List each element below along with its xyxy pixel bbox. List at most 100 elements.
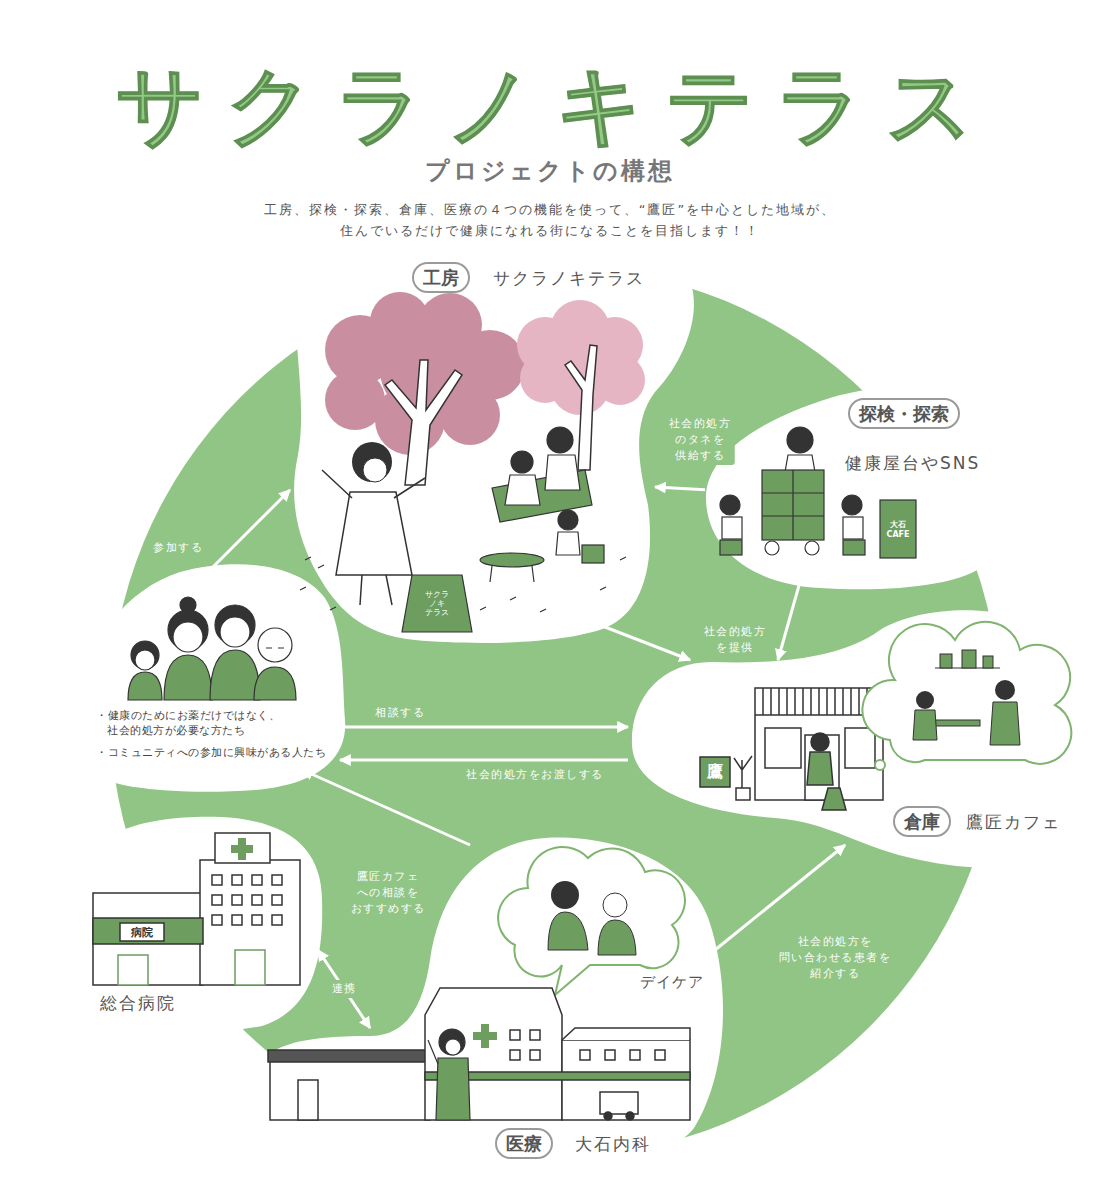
bench-group	[492, 470, 592, 522]
daycare-bubble	[603, 893, 627, 917]
cafe-bubble	[913, 710, 937, 740]
sign-text: サクラ ノキ テラス	[425, 590, 449, 618]
cherry-tree	[370, 292, 430, 352]
hospital-building	[93, 833, 300, 985]
arrow-connector	[303, 770, 471, 845]
bench-group	[558, 510, 578, 530]
sign-text: 大石 CAFE	[887, 520, 910, 539]
hospital-building	[93, 893, 203, 985]
cherry-tree	[587, 317, 643, 373]
bench-group	[511, 451, 533, 473]
hospital-cross	[238, 838, 246, 860]
cherry-tree	[595, 355, 645, 405]
daycare-bubble	[548, 912, 588, 950]
hospital-building	[93, 918, 203, 944]
area-node: 工房サクラノキテラス	[290, 255, 655, 625]
food-cart	[720, 540, 742, 555]
bench-group	[490, 566, 534, 582]
bench-group	[505, 475, 540, 505]
function-badge: 探検・探索	[848, 398, 960, 429]
cafe-building	[700, 688, 883, 810]
clinic-cross	[473, 1024, 497, 1048]
cafe-building	[807, 752, 833, 785]
arrow-connector	[205, 490, 290, 575]
cafe-building	[734, 756, 752, 790]
clinic-building	[425, 1072, 690, 1080]
function-badge: 工房	[412, 262, 470, 293]
cafe-bubble	[983, 656, 993, 668]
cafe-building	[736, 788, 750, 800]
cherry-tree	[520, 353, 570, 403]
cafe-building	[755, 688, 883, 715]
people-group	[266, 647, 284, 648]
people-group	[168, 610, 208, 650]
people-group	[173, 622, 203, 652]
arrow-connector	[340, 725, 628, 728]
cafe-building	[755, 688, 883, 800]
woman-figure	[352, 442, 392, 482]
bench-group	[480, 427, 604, 582]
clinic-cross	[481, 1024, 489, 1048]
people-group	[131, 641, 159, 669]
clinic-cross	[473, 1032, 497, 1040]
cherry-tree	[325, 315, 395, 385]
connector-label: 社会的処方 のタネを 供給する	[666, 415, 735, 465]
arrow-connector	[318, 950, 370, 1028]
people-group	[220, 617, 250, 647]
area-node: 総合病院	[90, 825, 318, 1020]
food-cart	[762, 470, 824, 540]
people-group	[164, 655, 212, 700]
food-cart	[720, 427, 916, 558]
cafe-bubble	[995, 680, 1015, 700]
connector-label: 連携	[329, 980, 360, 998]
area-name: 鷹匠カフェ	[966, 811, 1061, 833]
connector-label: 社会的処方をお渡しする	[463, 766, 607, 784]
cherry-tree	[517, 300, 645, 415]
food-cart	[762, 470, 824, 540]
cherry-tree	[375, 385, 445, 455]
white-region	[82, 564, 345, 792]
bench-group	[582, 545, 604, 563]
cafe-building	[811, 733, 829, 751]
hospital-building	[200, 860, 300, 985]
food-cart	[720, 495, 740, 515]
audience-note: ・コミュニティへの参加に興味がある人たち	[96, 745, 326, 760]
cafe-building	[765, 728, 801, 768]
cherry-tree	[455, 330, 525, 400]
cafe-bubble	[962, 650, 976, 668]
clinic-building	[270, 1060, 430, 1120]
arrow-connector	[655, 487, 705, 490]
terrace-sign	[402, 575, 472, 632]
food-cart	[805, 541, 819, 555]
connector-label: 相談する	[372, 704, 428, 722]
food-cart	[785, 455, 815, 472]
grass-marks	[300, 557, 626, 612]
sign-text: 鷹	[707, 762, 723, 783]
subtitle: プロジェクトの構想	[425, 155, 675, 187]
intro-text: 工房、探検・探索、倉庫、医療の４つの機能を使って、“鷹匠”を中心とした地域が、 …	[245, 200, 855, 242]
doctor-figure	[439, 1029, 465, 1055]
clinic-building	[626, 1112, 634, 1120]
tree-trunk	[385, 360, 462, 485]
area-node: ・健康のためにお薬だけではなく、 社会的処方が必要な方たち・コミュニティへの参加…	[90, 575, 340, 770]
area-node: 探検・探索健康屋台やSNS	[705, 390, 1000, 582]
cherry-tree	[380, 325, 470, 415]
cafe-building	[700, 757, 730, 787]
bench-group	[556, 532, 580, 555]
daycare-bubble	[551, 881, 579, 909]
cafe-bubble	[990, 702, 1020, 745]
cafe-bubble	[862, 622, 1071, 764]
cafe-bubble	[920, 720, 980, 726]
woman-figure	[322, 470, 425, 605]
clinic-building	[298, 1080, 318, 1120]
food-cart	[722, 517, 742, 539]
clinic-building	[604, 1112, 612, 1120]
function-badge: 倉庫	[893, 806, 951, 837]
white-region	[294, 244, 694, 643]
area-name: 健康屋台やSNS	[845, 452, 980, 474]
connector-label: 鷹匠カフェ への相談を おすすめする	[348, 868, 429, 918]
doctor-figure	[445, 1039, 461, 1055]
hospital-building	[118, 955, 148, 985]
cafe-bubble	[940, 654, 952, 668]
clinic-building	[562, 1040, 690, 1120]
